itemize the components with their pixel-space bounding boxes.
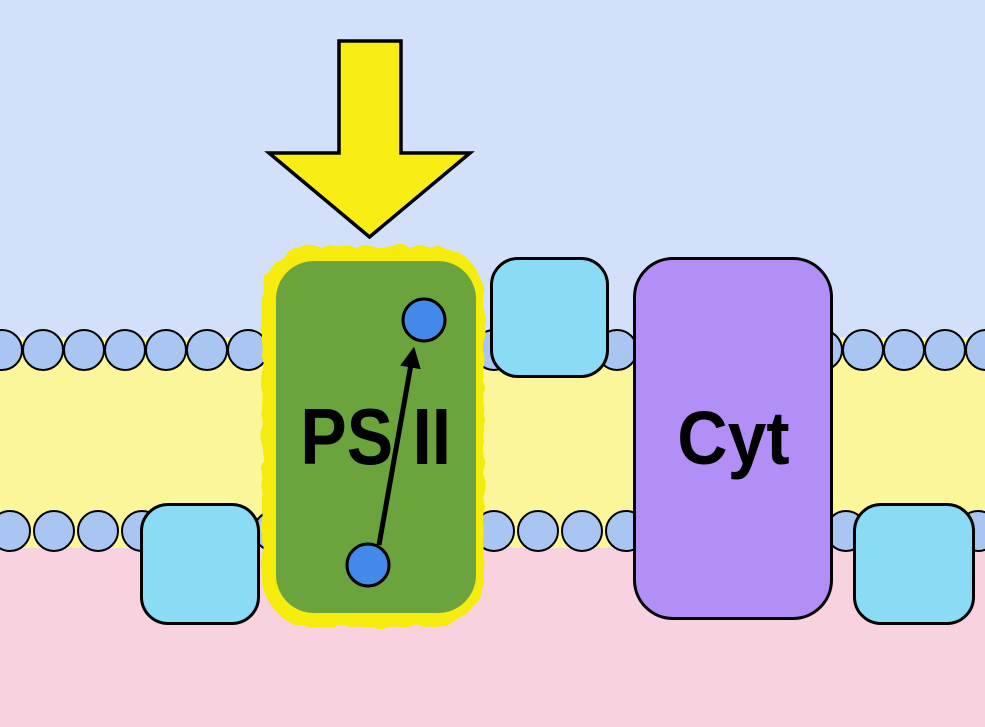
lipid-bead [77, 510, 119, 552]
psii-label: PS II [300, 392, 452, 481]
electron-transfer-graphic [345, 297, 447, 588]
electron-up-arrow-icon [376, 346, 421, 546]
electron-circle-bottom [345, 542, 391, 588]
psii-protein: PS II [276, 261, 476, 613]
lipid-bead [104, 329, 146, 371]
lipid-bead [561, 510, 603, 552]
membrane-protein-top [490, 257, 609, 378]
membrane-protein-bottom-right [853, 503, 975, 625]
cyt-label: Cyt [676, 396, 790, 480]
lipid-bead [63, 329, 105, 371]
light-down-arrow-icon [264, 39, 475, 240]
cyt-protein: Cyt [633, 257, 833, 620]
lipid-bead [186, 329, 228, 371]
electron-circle-top [401, 297, 447, 343]
lipid-bead [517, 510, 559, 552]
membrane-protein-bottom-left [140, 503, 260, 625]
lipid-bead [33, 510, 75, 552]
lipid-bead [842, 329, 884, 371]
lipid-bead [924, 329, 966, 371]
lipid-bead [883, 329, 925, 371]
lipid-bead [145, 329, 187, 371]
lipid-bead [22, 329, 64, 371]
